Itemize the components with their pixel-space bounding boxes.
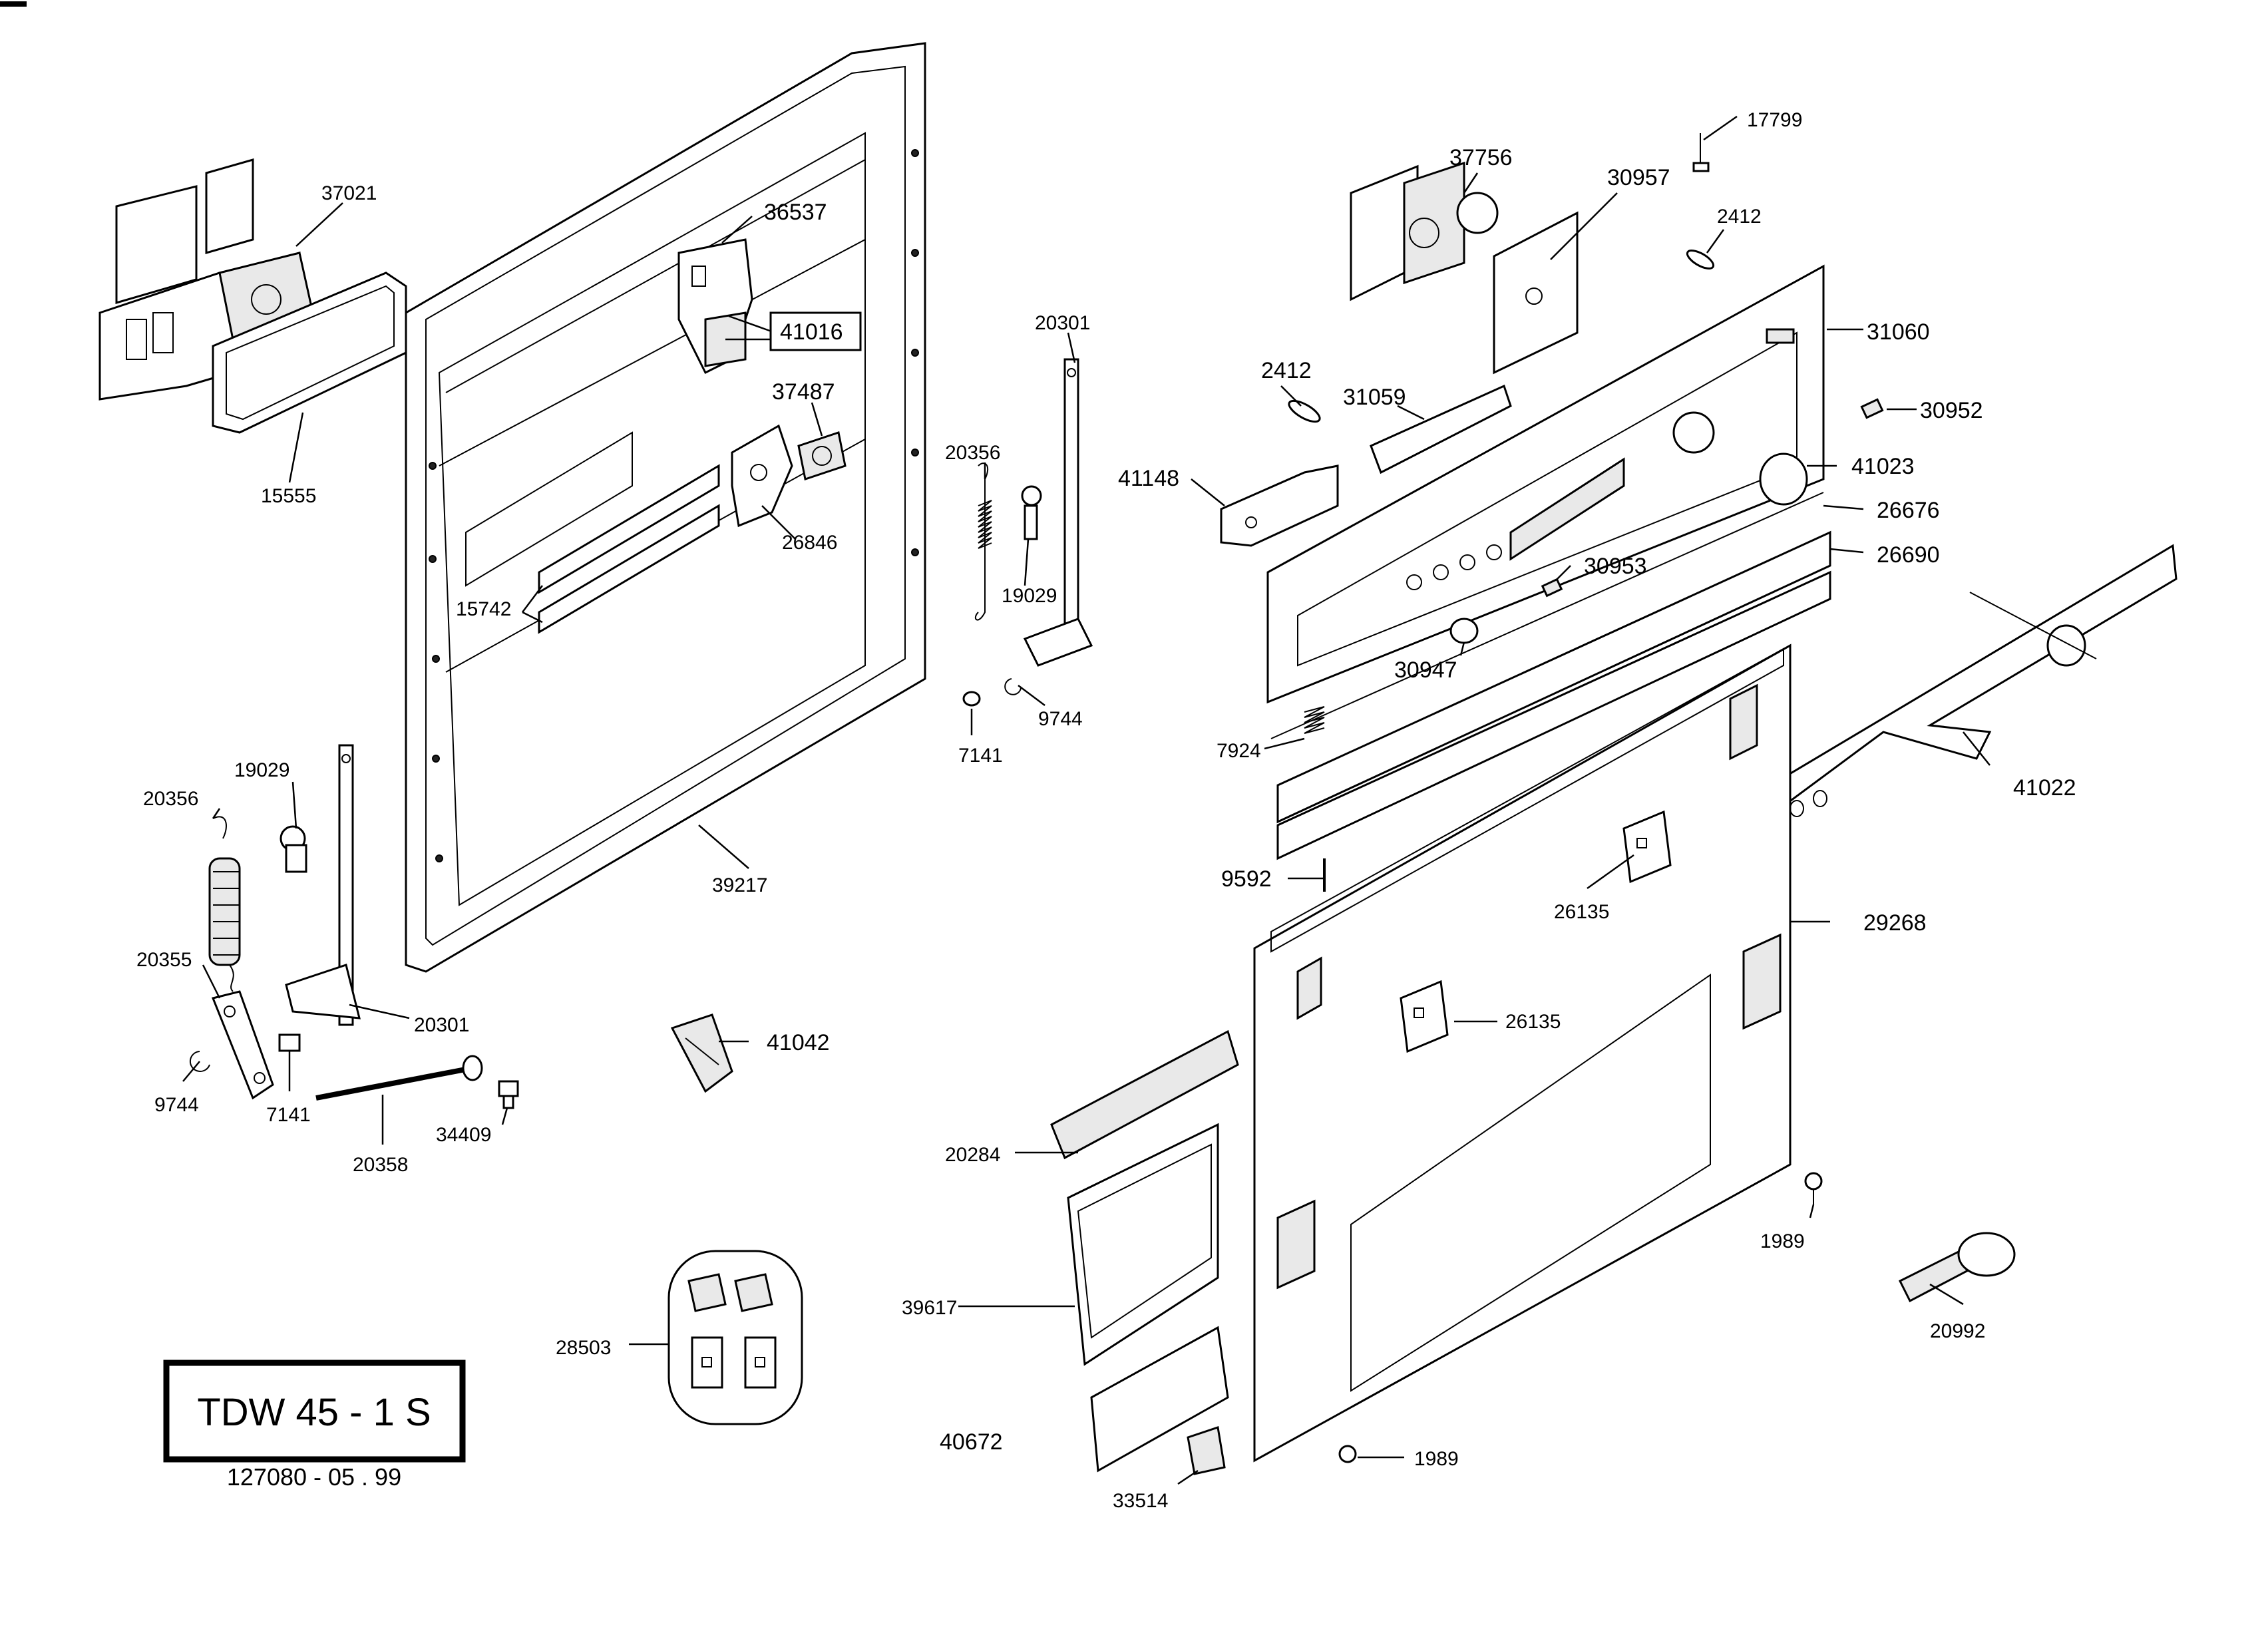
part-30952-clip [1860,398,1884,419]
part-26846-bracket [731,424,793,528]
part-15742-rails [538,464,720,634]
part-2412-lamp-top [1686,250,1715,270]
label-30953: 30953 [1584,554,1647,579]
part-40672-panel-strip [1090,1326,1229,1473]
label-39217: 39217 [712,874,767,896]
label-26135-lower: 26135 [1505,1011,1561,1033]
label-7924: 7924 [1217,740,1261,762]
label-20301-left: 20301 [414,1014,469,1036]
part-31059-bar [1370,384,1512,474]
part-37487-switch [797,431,847,480]
label-20356-right: 20356 [945,442,1000,464]
label-41016-box [769,311,862,351]
label-1989-bottom: 1989 [1414,1448,1459,1470]
label-20284: 20284 [945,1144,1000,1166]
label-41042: 41042 [767,1030,830,1055]
label-41023: 41023 [1851,454,1915,479]
label-30957: 30957 [1607,165,1670,190]
drawing-code: 127080 - 05 . 99 [227,1463,401,1491]
part-9744-clip-right [1004,678,1022,695]
label-7141-right: 7141 [958,745,1003,767]
label-19029-right: 19029 [1002,585,1057,607]
label-41022: 41022 [2013,775,2076,801]
label-9744-right: 9744 [1038,708,1083,730]
label-15555: 15555 [261,485,316,507]
part-30953-button [1541,578,1563,598]
label-40672: 40672 [940,1429,1003,1455]
label-26690: 26690 [1877,542,1940,568]
label-41016: 41016 [780,319,843,345]
label-36537: 36537 [764,200,827,225]
part-20358-rod [315,1055,483,1101]
label-30952: 30952 [1920,398,1983,423]
part-9744-clip-left [189,1051,210,1072]
label-26676: 26676 [1877,498,1940,523]
label-33514: 33514 [1113,1490,1168,1512]
part-30957-plate [1493,211,1579,375]
label-15742: 15742 [456,598,511,620]
part-41042-block [670,1013,733,1093]
part-26676-strip [1270,492,1824,739]
label-9744-left: 9744 [154,1094,199,1116]
label-19029-left: 19029 [234,759,289,781]
part-26135-plate-upper [1622,810,1672,884]
label-26846: 26846 [782,532,837,554]
label-37756: 37756 [1449,145,1513,170]
label-2412-top: 2412 [1717,206,1762,228]
part-26135-plate-lower [1400,980,1449,1053]
part-1989-screw-bottom [1338,1445,1357,1463]
leader-lines [182,115,1990,1485]
label-39617: 39617 [902,1297,957,1319]
label-20301-right: 20301 [1035,312,1090,334]
label-7141-left: 7141 [266,1104,311,1126]
label-20358: 20358 [353,1154,408,1176]
label-20992: 20992 [1930,1320,1985,1342]
part-28503-bracket-kit [667,1250,803,1425]
label-17799: 17799 [1747,109,1802,131]
label-20356-left: 20356 [143,788,198,810]
part-7141-screw-right [962,691,981,707]
part-17799-screw [1692,133,1710,172]
model-title: TDW 45 - 1 S [197,1391,431,1434]
part-20356-spring-right [974,462,992,621]
part-20301-hinge-arm-left [285,744,361,1026]
label-41148: 41148 [1118,466,1179,491]
part-19029-roller-left [280,825,307,873]
part-20301-hinge-arm-right [1023,358,1093,667]
title-box [163,1360,466,1463]
part-7141-screw-left [278,1033,301,1052]
part-20284-insulation [1050,1029,1239,1160]
part-1989-screw-right [1804,1172,1823,1204]
label-29268: 29268 [1863,910,1927,936]
label-2412-mid: 2412 [1261,358,1312,383]
label-37021: 37021 [321,182,377,204]
part-26690-bar [1276,530,1831,860]
label-28503: 28503 [556,1337,611,1359]
title-block: TDW 45 - 1 S 127080 - 05 . 99 [163,1360,466,1491]
part-2412-lamp-mid [1288,399,1321,423]
label-26135-upper: 26135 [1554,901,1609,923]
label-1989-right: 1989 [1760,1230,1805,1252]
label-9592: 9592 [1221,866,1272,892]
label-34409: 34409 [436,1124,491,1146]
part-20992-tool [1898,1232,2016,1303]
part-41023-knob [1759,453,1808,506]
label-30947: 30947 [1394,657,1457,683]
part-41148-switch [1220,464,1339,547]
part-number-labels: 37021 15555 36537 41016 37487 26846 1574… [136,109,2076,1512]
part-30947-button [1449,618,1479,644]
label-31059: 31059 [1343,385,1406,410]
part-39617-channel [1067,1123,1219,1366]
part-37756-timer [1350,161,1499,301]
part-20356-spring-left [208,816,241,992]
part-7924-spring [1304,706,1325,734]
label-31060: 31060 [1867,319,1930,345]
label-37487: 37487 [772,379,835,405]
part-20355-link [211,990,274,1100]
part-19029-roller-right [1021,485,1042,540]
label-20355: 20355 [136,949,192,971]
part-34409-screw [498,1080,519,1109]
part-33514-bracket [1187,1426,1226,1475]
